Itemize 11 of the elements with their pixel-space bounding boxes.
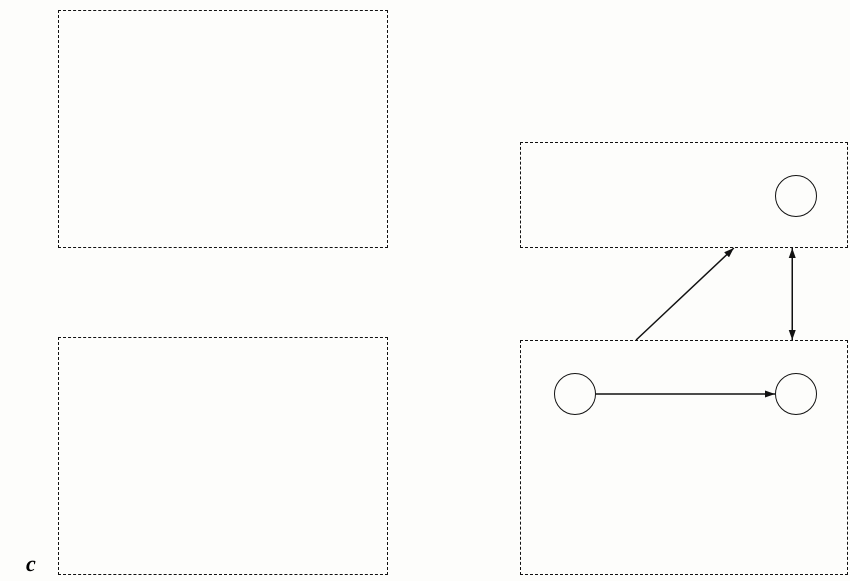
panel-letter: c — [26, 553, 36, 575]
arrow — [596, 390, 775, 398]
dashed-box — [520, 142, 848, 248]
circle — [554, 373, 596, 415]
arrow — [636, 247, 734, 341]
arrow — [788, 248, 796, 340]
circle — [775, 373, 817, 415]
circle — [775, 175, 817, 217]
dashed-box — [58, 337, 388, 575]
dashed-box — [58, 10, 388, 248]
dashed-box — [520, 340, 848, 575]
